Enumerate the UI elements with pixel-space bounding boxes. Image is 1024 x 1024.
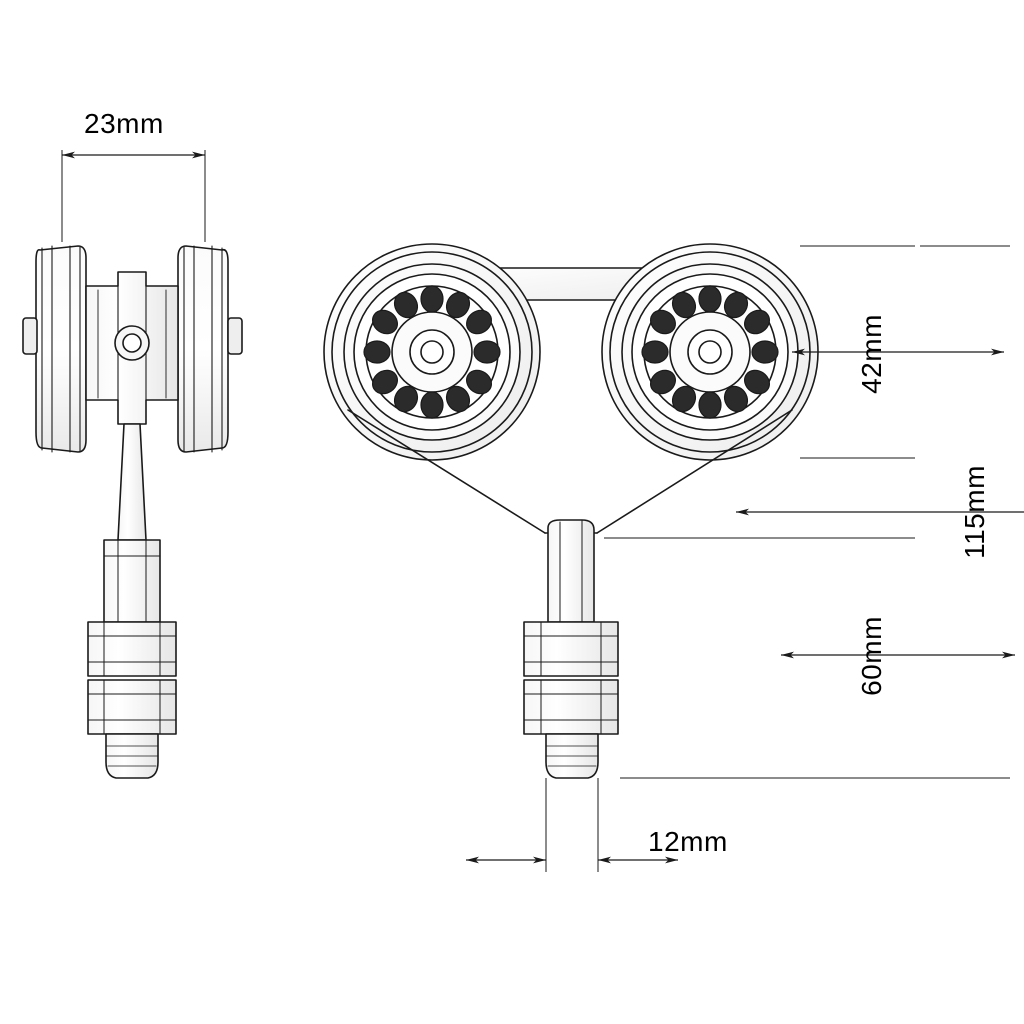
dimension-label-12mm: 12mm	[648, 826, 728, 857]
front-view-group	[323, 243, 819, 779]
dimension-label-23mm: 23mm	[84, 108, 164, 139]
dimension-label-115mm: 115mm	[958, 465, 990, 559]
dimension-label-60mm: 60mm	[855, 616, 887, 696]
side-view-group	[22, 245, 243, 779]
dimension-lines-group	[61, 150, 1024, 872]
dimension-label-42mm: 42mm	[855, 314, 887, 394]
